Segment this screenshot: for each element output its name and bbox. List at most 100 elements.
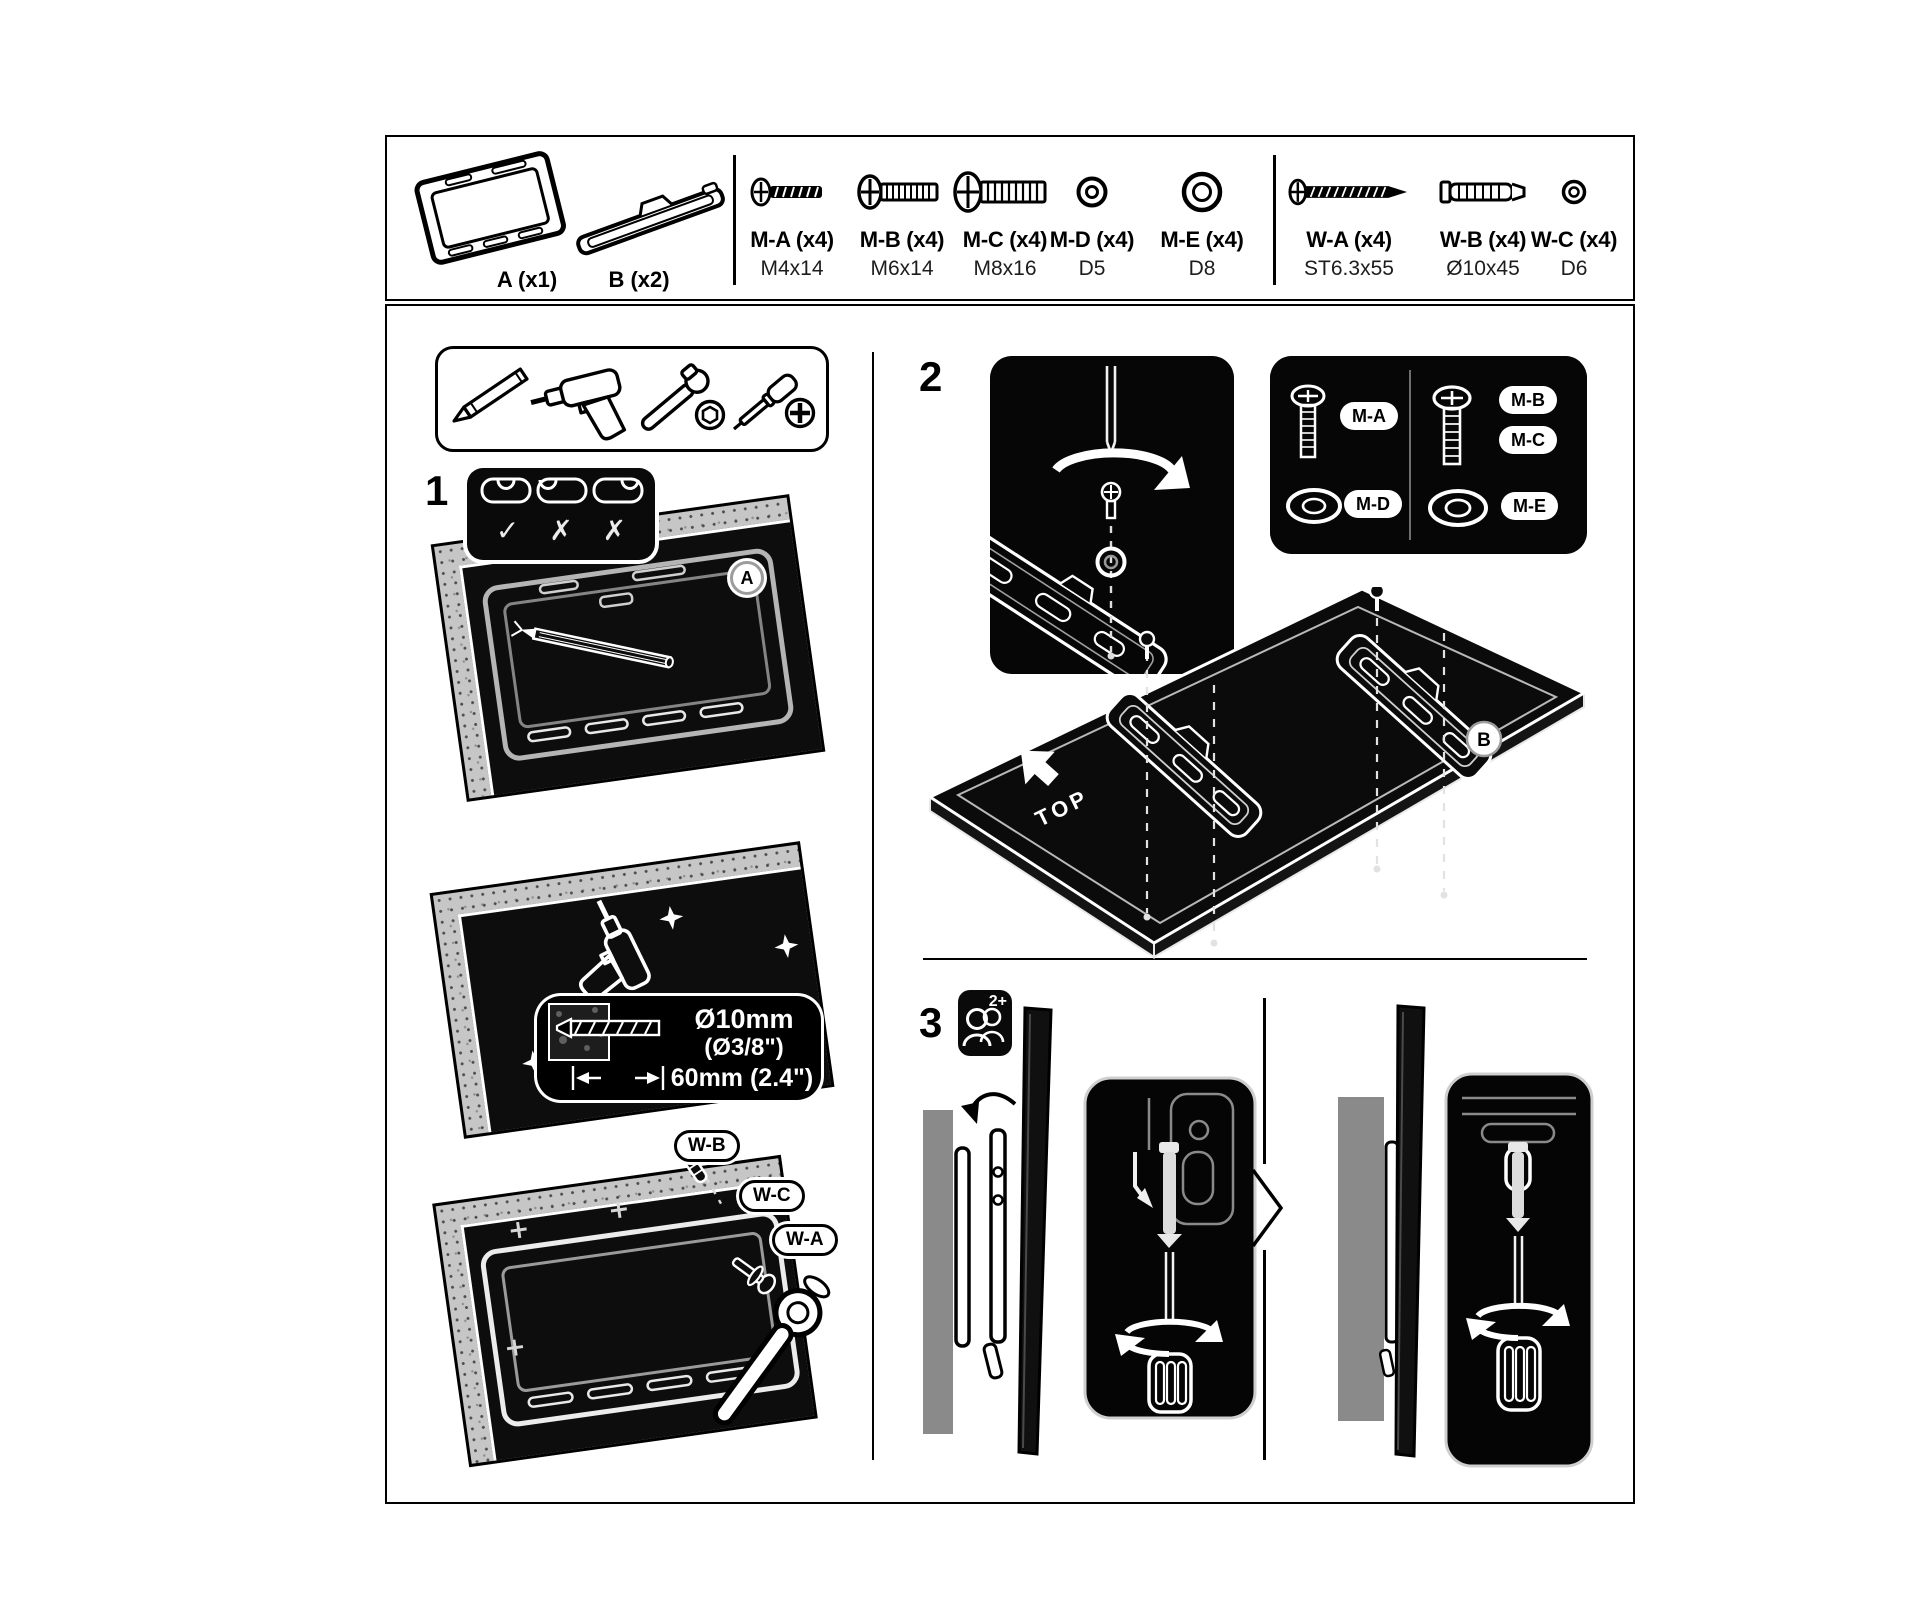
- screw-large-icon: [1432, 385, 1472, 466]
- two-person-icon: [962, 1007, 1005, 1047]
- column-divider: [872, 352, 874, 1460]
- hook-engaged-icon: [1504, 1142, 1532, 1232]
- hook-direction-arrow: [961, 1092, 1017, 1124]
- two-person-count: 2+: [988, 993, 1007, 1010]
- alignment-dash-lines: [1145, 601, 1446, 939]
- safety-screw-side: [982, 1342, 1004, 1380]
- washer-wc-icon: [1561, 179, 1587, 205]
- mounting-rail-1: [1105, 692, 1263, 838]
- part-md-name: M-D (x4): [1049, 227, 1135, 252]
- depth-arrows-icon: [571, 1066, 665, 1090]
- level-icon-right: [592, 477, 644, 504]
- step1-number: 1: [425, 467, 449, 514]
- part-ma-name: M-A (x4): [750, 227, 834, 252]
- drill-size-callout: Ø10mm (Ø3/8") 60mm (2.4"): [537, 996, 821, 1100]
- drill-diameter-label: Ø10mm: [694, 1004, 794, 1034]
- socket-wrench-icon: [640, 363, 726, 431]
- washer-icon: [1095, 546, 1127, 578]
- socket-wrench-tightening-icon: [712, 1275, 831, 1426]
- safety-bolt-icon: [1157, 1142, 1182, 1248]
- pencil-marking-icon: [510, 620, 674, 669]
- step3-locked-detail-panel: [1444, 1072, 1594, 1468]
- required-tools-box: [435, 346, 829, 452]
- part-md: M-D (x4) D5: [1030, 157, 1154, 281]
- step3-lock-detail-panel: [1083, 1076, 1257, 1420]
- screw-mb-icon: [857, 174, 939, 210]
- phillips-icon: [784, 397, 816, 429]
- screwdriver-turning-icon: [1115, 1252, 1223, 1414]
- two-person-badge: 2+: [958, 990, 1012, 1056]
- pill-mb: M-B: [1499, 386, 1557, 414]
- part-wa-spec: ST6.3x55: [1304, 257, 1394, 280]
- rail-b-badge: [1465, 720, 1503, 758]
- top-arrow-icon: [1020, 750, 1059, 787]
- screw-ma-icon: [750, 177, 822, 207]
- step3-hang-tv-illustration: [923, 1006, 1257, 1456]
- level-check-badge: ✓ ✗ ✗: [467, 468, 655, 560]
- part-me-name: M-E (x4): [1160, 227, 1244, 252]
- instructions-box: 1 ✓: [385, 304, 1635, 1504]
- pill-md: M-D: [1344, 490, 1402, 518]
- tv-side-view-mounted: [1394, 1004, 1426, 1458]
- part-mc-name: M-C (x4): [962, 227, 1048, 252]
- parts-divider-2: [1273, 155, 1276, 285]
- part-md-spec: D5: [1078, 257, 1106, 280]
- step1-fix-plate-illustration: [432, 1150, 818, 1468]
- step2-number: 2: [919, 353, 943, 400]
- drill-bit-diagram: [548, 1003, 665, 1090]
- washer-small-icon: [1286, 488, 1342, 524]
- wood-screw-wa-icon: [1288, 178, 1408, 206]
- rail-b-label: B (x2): [608, 267, 670, 292]
- part-wc: W-C (x4) D6: [1512, 157, 1636, 281]
- part-wc-name: W-C (x4): [1530, 227, 1618, 252]
- screw-above-rail-1: [1138, 630, 1156, 659]
- part-wa: W-A (x4) ST6.3x55: [1287, 157, 1411, 281]
- plate-a-label: A (x1): [496, 267, 558, 292]
- part-me-spec: D8: [1188, 257, 1216, 280]
- plate-a-badge: A: [730, 561, 764, 595]
- check-bad-2: ✗: [602, 515, 627, 546]
- drill-bit-icon: [555, 1017, 661, 1039]
- tv-side-view: [1017, 1006, 1053, 1456]
- washer-me-icon: [1181, 171, 1223, 213]
- check-ok: ✓: [495, 515, 520, 546]
- anchor-wb-pill: W-B: [674, 1130, 740, 1162]
- part-wb-spec: Ø10x45: [1446, 257, 1520, 280]
- screw-above-rail-2: [1368, 587, 1386, 611]
- screw-icon: [1100, 481, 1122, 520]
- drill-diameter-alt-label: (Ø3/8"): [704, 1034, 784, 1061]
- drilled-hole-marks: [506, 1201, 627, 1356]
- step1-mark-wall-illustration: [430, 494, 826, 802]
- parts-box: A (x1) B (x2): [385, 135, 1635, 301]
- level-icon-centered: [480, 477, 532, 504]
- level-check-results: ✓ ✗ ✗: [467, 514, 655, 548]
- rail-b-illustration: [576, 181, 725, 256]
- part-mb-spec: M6x14: [870, 257, 934, 280]
- check-bad-1: ✗: [549, 515, 573, 546]
- hex-nut-icon: [694, 399, 726, 431]
- next-chevron-icon: [1251, 1168, 1284, 1248]
- drill-depth-label: 60mm (2.4"): [670, 1064, 814, 1092]
- screw-small-icon: [1290, 384, 1326, 459]
- part-wb-name: W-B (x4): [1439, 227, 1527, 252]
- tv-back-rails-illustration: TOP B: [926, 587, 1588, 959]
- wall-plate-mounted: [480, 1150, 800, 1427]
- step3-divider-top: [1263, 998, 1266, 1164]
- pencil-icon: [452, 367, 529, 423]
- level-icons: [480, 477, 644, 504]
- screw-with-washer-icon: [731, 1257, 777, 1295]
- washer-wc-pill: W-C: [739, 1180, 805, 1212]
- pill-ma: M-A: [1340, 402, 1398, 430]
- plate-a-badge-label: A: [740, 567, 754, 588]
- part-wb: W-B (x4) Ø10x45: [1421, 157, 1545, 281]
- screwdriver-turning-icon: [1466, 1236, 1570, 1412]
- parts-divider-1: [733, 155, 736, 285]
- wall-anchor-wb-icon: [1439, 180, 1526, 204]
- screw-wa-pill: W-A: [772, 1224, 838, 1256]
- tools-icons: [452, 363, 816, 441]
- wall-side-strip: [923, 1110, 953, 1434]
- safety-screw-engaged: [1378, 1348, 1396, 1378]
- part-mb-name: M-B (x4): [859, 227, 945, 252]
- step2-screw-detail-panel: [990, 356, 1234, 674]
